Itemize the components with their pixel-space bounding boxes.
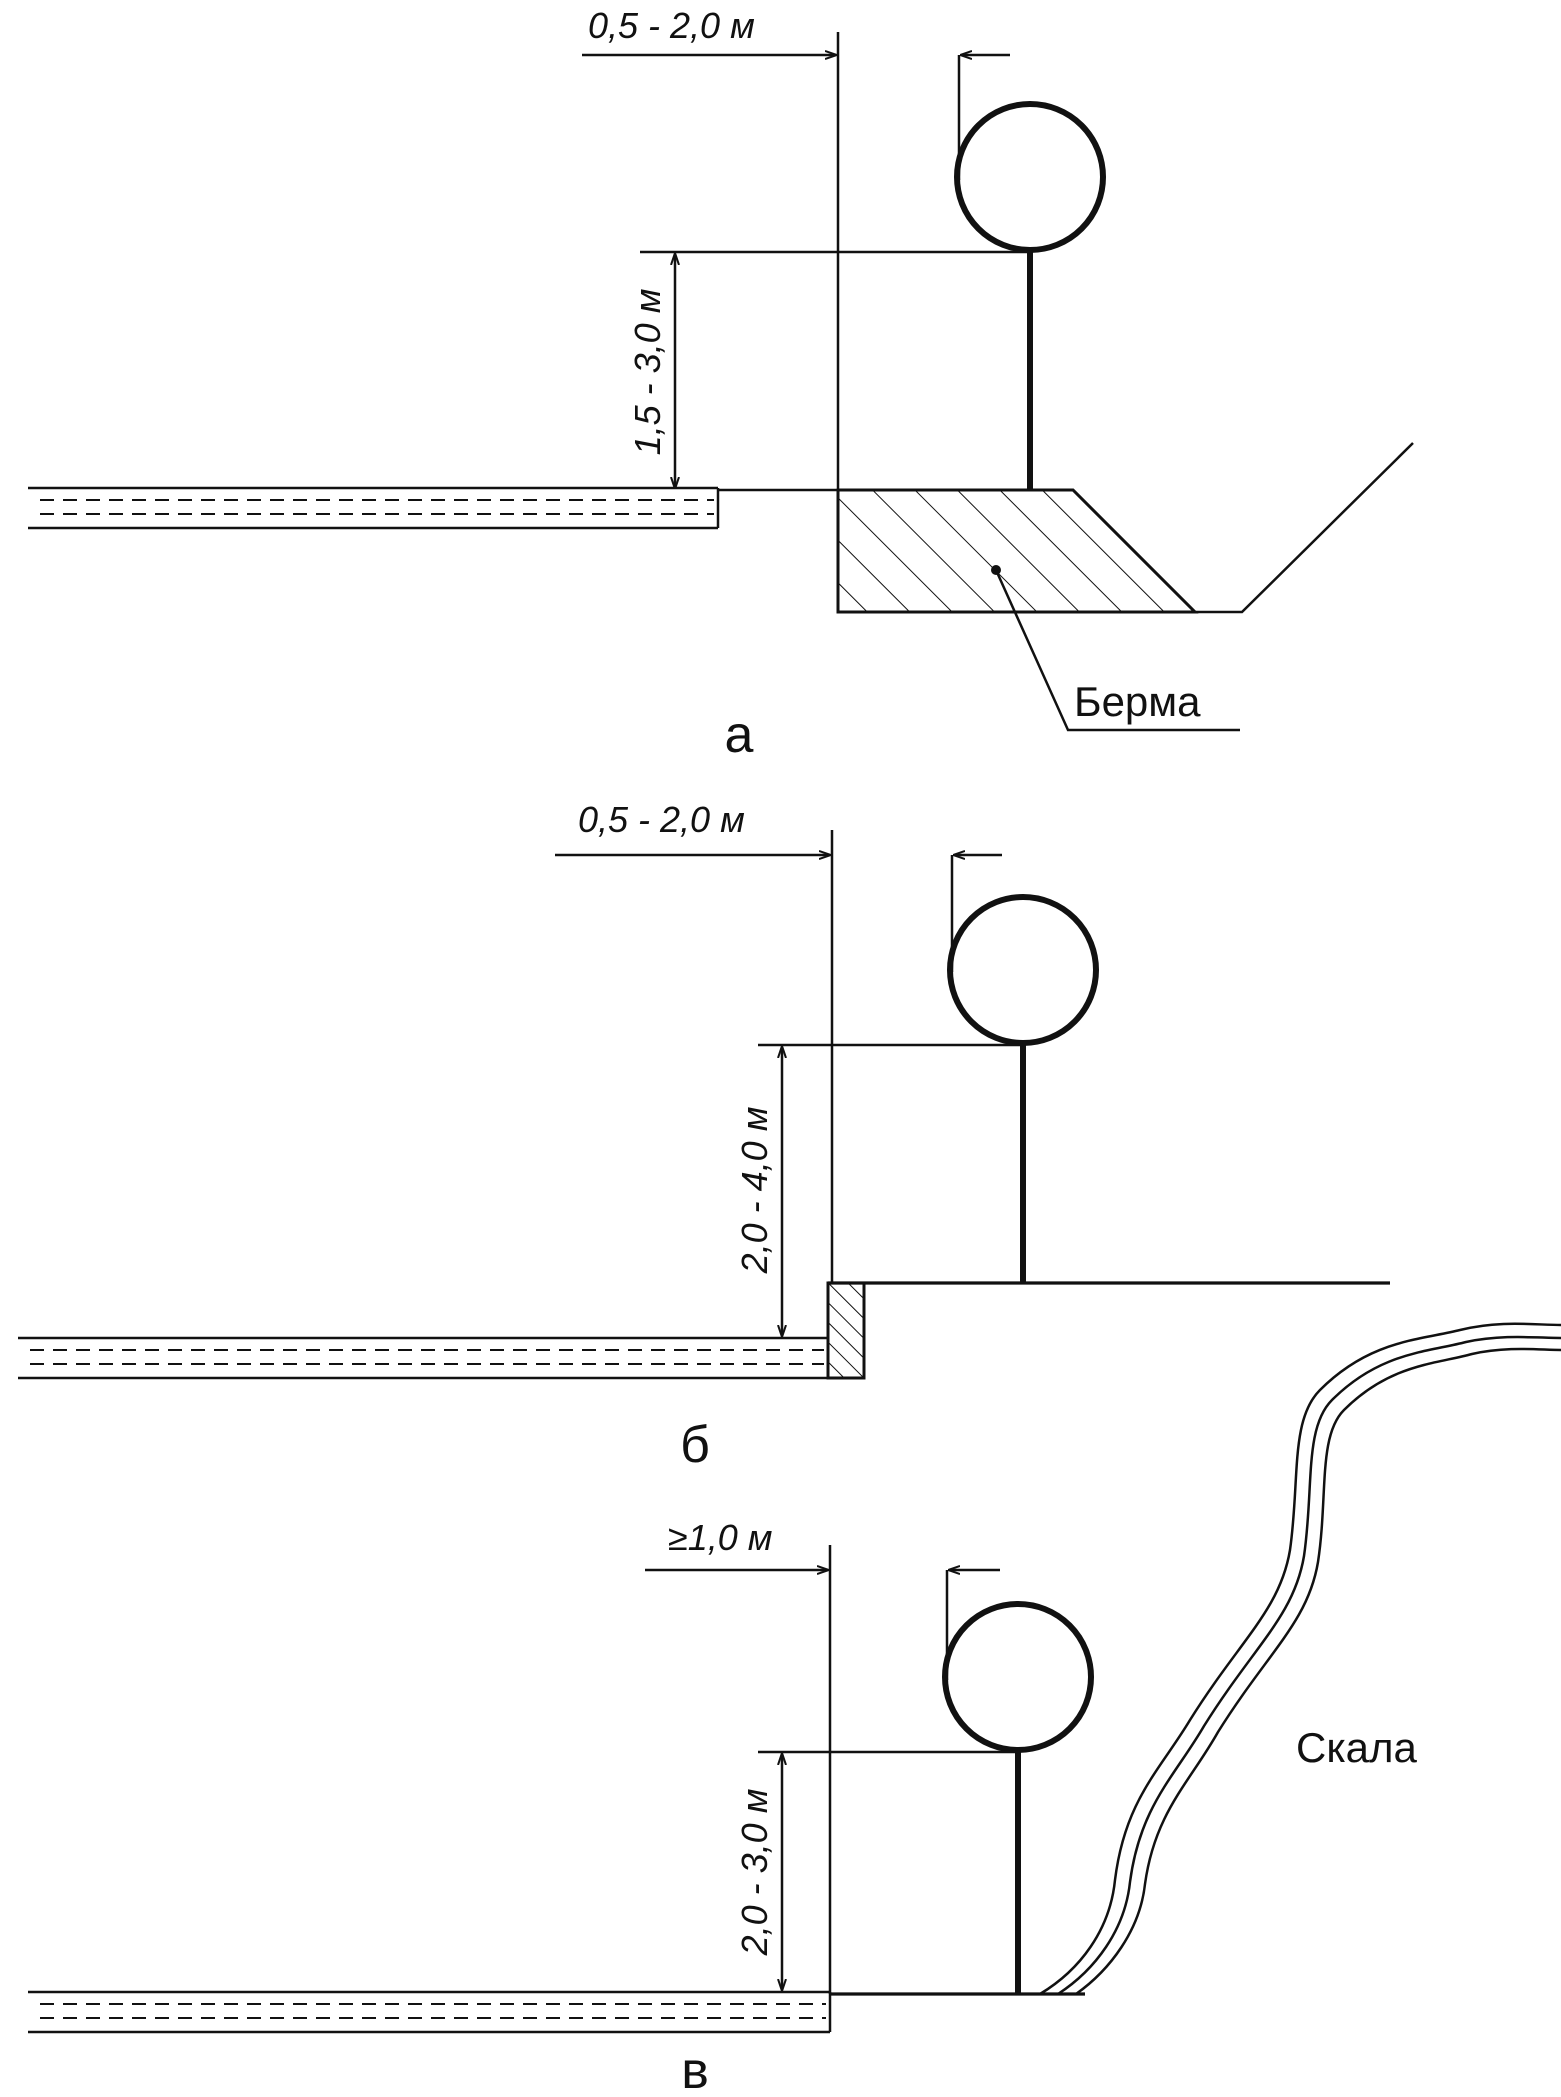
retaining-wall [826,1281,866,1380]
lamp-head [947,894,1099,1046]
vertical-dimension-label: 2,0 - 3,0 м [734,1789,775,1957]
rock-label: Скала [1296,1724,1417,1771]
berm-label: Берма [1074,678,1201,725]
callout-leader [994,569,1240,732]
water-surface [28,1990,832,2034]
water-surface [18,1336,828,1380]
rock-contour [1039,1322,1561,1996]
horizontal-dimension-label: 0,5 - 2,0 м [588,5,755,46]
lamp-head [942,1601,1094,1753]
horizontal-dimension-label: ≥1,0 м [668,1517,772,1558]
panel-a: 0,5 - 2,0 м 1,5 - 3,0 м Берма а [28,5,1414,764]
water-surface [28,486,720,530]
panel-caption: а [725,706,754,764]
panel-caption: в [681,2042,709,2097]
panel-caption: б [680,1416,710,1474]
panel-c: ≥1,0 м 2,0 - 3,0 м Скала в [28,1322,1561,2097]
vertical-dimension-label: 2,0 - 4,0 м [734,1107,775,1275]
vertical-dimension-label: 1,5 - 3,0 м [627,289,668,456]
horizontal-dimension-label: 0,5 - 2,0 м [578,799,745,840]
berm-hatched [836,488,1199,614]
slope-line [1195,442,1414,614]
lamp-head [954,101,1106,253]
panel-b: 0,5 - 2,0 м 2,0 - 4,0 м б [18,799,1390,1474]
